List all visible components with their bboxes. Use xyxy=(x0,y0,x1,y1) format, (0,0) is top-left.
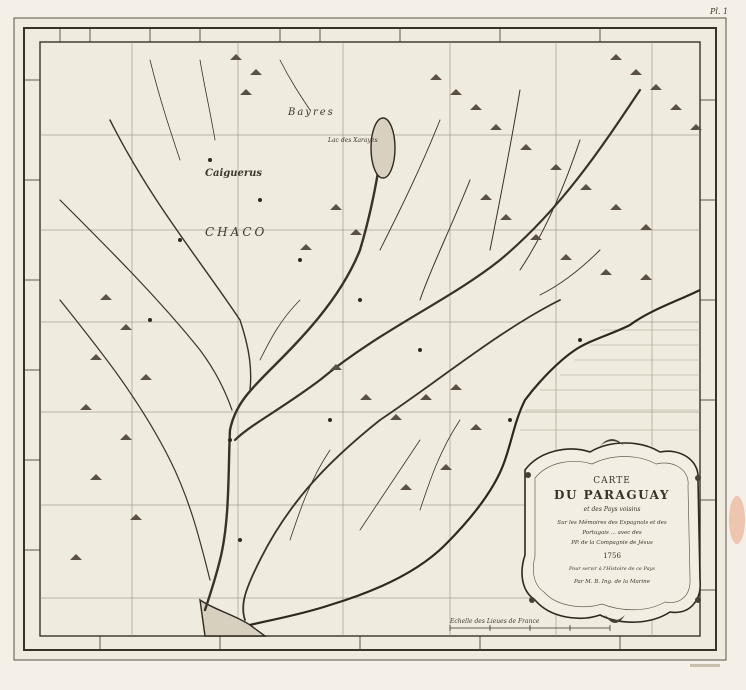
river-network xyxy=(59,59,642,621)
border-ticks xyxy=(24,28,716,650)
page-number: Pl. 1 xyxy=(709,7,728,16)
cartouche-line1: CARTE xyxy=(593,476,631,486)
cartouche-line4: Sur les Mémoires des Espagnols et des xyxy=(557,519,667,526)
cartouche-line8: Pour servir à l'Histoire de ce Pays xyxy=(568,565,655,572)
label-lac: Lac des Xarayes xyxy=(327,137,378,144)
label-chaco: CHACO xyxy=(205,225,267,239)
settlement-marks xyxy=(148,158,582,542)
title-cartouche: CARTE DU PARAGUAY et des Pays voisins Su… xyxy=(521,439,701,623)
inner-border xyxy=(39,41,701,637)
scale-bar xyxy=(449,625,611,631)
cartouche-line2: DU PARAGUAY xyxy=(554,488,670,502)
label-caiguerus: Caiguerus xyxy=(205,168,262,179)
cartouche-line9: Par M. B. Ing. de la Marine xyxy=(573,579,651,585)
label-bayres: Bayres xyxy=(287,107,335,118)
cartouche-line7: 1756 xyxy=(603,552,621,560)
lake-xarayes xyxy=(370,117,396,179)
pencil-marks xyxy=(690,664,720,667)
scale-label: Echelle des Lieues de France xyxy=(449,618,540,625)
outer-border xyxy=(23,27,717,651)
cartouche-line6: PP. de la Compagnie de Jésus xyxy=(570,539,653,546)
coast-hatching xyxy=(520,329,700,431)
atlantic-coastline xyxy=(249,289,701,627)
paper-stain xyxy=(729,496,745,544)
relief-marks xyxy=(70,54,702,560)
cartouche-line5: Portugais ... avec des xyxy=(581,530,642,536)
cartouche-line3: et des Pays voisins xyxy=(584,506,641,513)
